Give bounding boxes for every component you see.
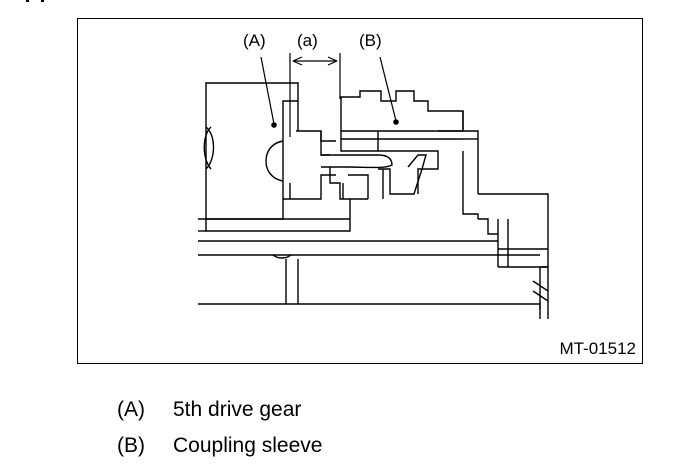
hub-housing [349, 111, 549, 319]
leader-lines [260, 53, 399, 137]
legend: (A) 5th drive gear (B) Coupling sleeve [117, 392, 322, 464]
diagram-frame: (A) (a) (B) MT-01512 [77, 18, 643, 364]
callout-label-gap: (a) [297, 31, 318, 50]
legend-key: (B) [117, 434, 145, 457]
callout-label-b: (B) [359, 31, 382, 50]
legend-key: (A) [117, 398, 145, 421]
page-corner-mark [26, 0, 44, 2]
gear-teeth [265, 130, 393, 200]
legend-item: (A) 5th drive gear [117, 392, 322, 428]
coupling-sleeve-body [340, 90, 464, 199]
callout-label-a: (A) [243, 31, 266, 50]
main-shaft [198, 218, 541, 319]
legend-text: 5th drive gear [173, 398, 302, 421]
legend-text: Coupling sleeve [173, 434, 323, 457]
gear-assembly-drawing [198, 53, 549, 319]
figure-id: MT-01512 [559, 339, 636, 358]
legend-item: (B) Coupling sleeve [117, 428, 322, 464]
